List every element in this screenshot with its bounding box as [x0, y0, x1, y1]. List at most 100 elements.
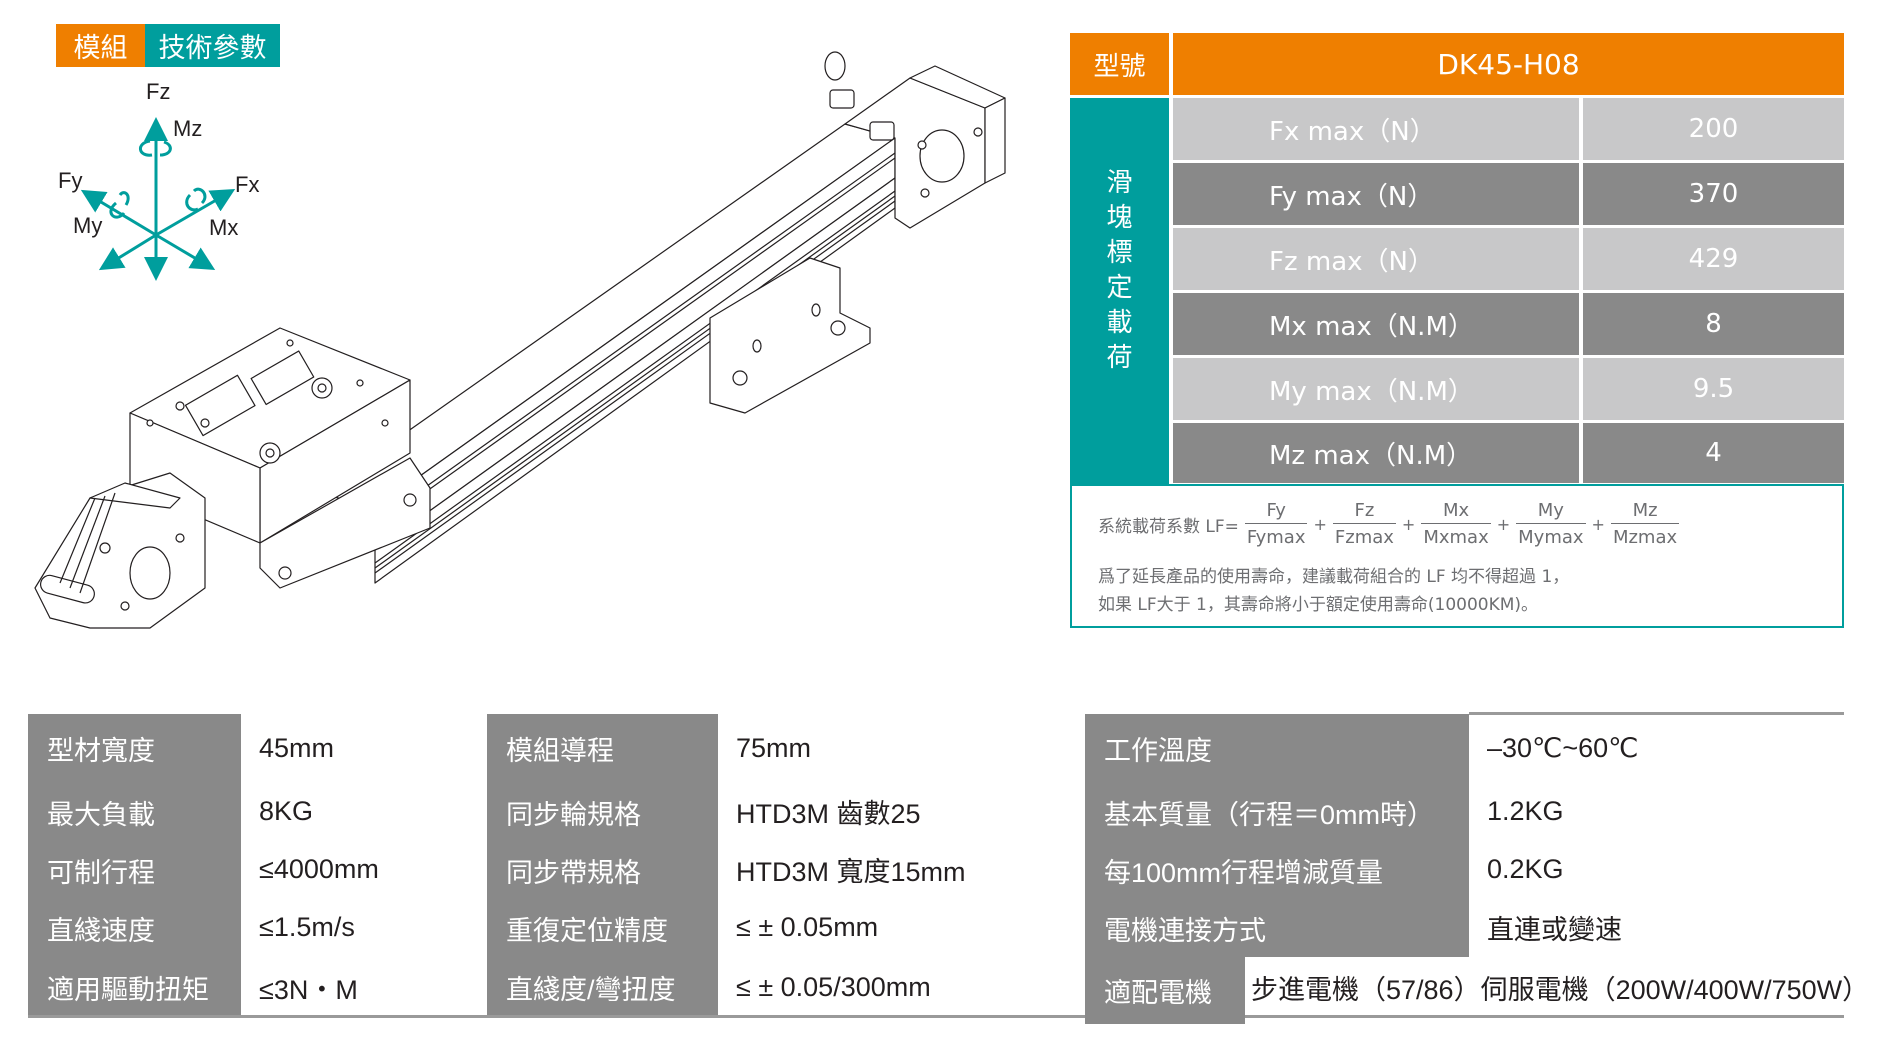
- spec-value: ≤1.5m/s: [241, 900, 487, 955]
- load-row-fy: Fy max（N） 370: [1173, 163, 1844, 225]
- spec-label: 模組導程: [487, 714, 718, 783]
- load-rating-table: 型號 DK45-H08 滑 塊 標 定 載 荷 Fx max（N） 200 Fy…: [1070, 33, 1844, 484]
- load-value: 9.5: [1583, 358, 1844, 420]
- spec-value: 75mm: [718, 716, 1085, 780]
- side-label-char: 滑: [1106, 168, 1133, 198]
- model-value: DK45-H08: [1173, 33, 1844, 95]
- axis-label-mz: Mz: [173, 116, 203, 141]
- spec-label: 可制行程: [28, 841, 241, 899]
- title-tag-tech-params: 技術參數: [145, 24, 280, 67]
- load-name: Mz max（N.M）: [1173, 423, 1579, 483]
- axis-label-fy: Fy: [58, 168, 83, 193]
- spec-table: 型材寬度 45mm 模組導程 75mm 工作溫度 –30℃~60℃ 最大負載 8…: [28, 712, 1869, 1024]
- load-name: Fz max（N）: [1173, 228, 1579, 290]
- spec-label: 適配電機: [1085, 957, 1245, 1024]
- numerator: Mx: [1442, 500, 1470, 521]
- axis-label-fz: Fz: [146, 79, 171, 104]
- spec-value: 0.2KG: [1469, 842, 1844, 897]
- spec-value: ≤ ± 0.05/300mm: [718, 959, 1085, 1015]
- spec-label: 每100mm行程增減質量: [1085, 841, 1469, 899]
- plus-sign: +: [1313, 514, 1327, 534]
- plus-sign: +: [1496, 514, 1511, 534]
- section-title-tag: 模組 技術參數: [56, 24, 280, 67]
- denominator: Fzmax: [1332, 523, 1396, 548]
- linear-module-drawing-icon: [34, 51, 1006, 629]
- numerator: Fz: [1354, 500, 1375, 521]
- load-value: 370: [1583, 163, 1844, 225]
- divider: [1245, 1015, 1844, 1018]
- side-label-char: 荷: [1106, 343, 1133, 373]
- formula-note-line-2: 如果 LF大于 1，其壽命將小于額定使用壽命(10000KM)。: [1098, 595, 1539, 615]
- spec-label: 同步輪規格: [487, 783, 718, 841]
- spec-value: 1.2KG: [1469, 784, 1844, 839]
- load-value: 4: [1583, 423, 1844, 483]
- denominator: Mzmax: [1610, 523, 1680, 548]
- numerator: Mz: [1632, 500, 1658, 521]
- side-label-char: 標: [1106, 238, 1133, 268]
- load-name: My max（N.M）: [1173, 358, 1579, 420]
- linear-module-illustration: [30, 28, 1010, 648]
- title-tag-module: 模組: [56, 24, 145, 67]
- spec-value: ≤3N・M: [241, 959, 487, 1015]
- load-row-mx: Mx max（N.M） 8: [1173, 293, 1844, 355]
- spec-value: –30℃~60℃: [1469, 716, 1844, 780]
- spec-label: 直綫度/彎扭度: [487, 957, 718, 1018]
- axis-label-fx: Fx: [235, 172, 260, 197]
- load-row-fx: Fx max（N） 200: [1173, 98, 1844, 160]
- spec-value: 45mm: [241, 716, 487, 780]
- force-axes-icon: [80, 117, 236, 281]
- side-label-char: 塊: [1106, 203, 1133, 233]
- denominator: Fymax: [1244, 523, 1308, 548]
- spec-value: 步進電機（57/86）伺服電機（200W/400W/750W）: [1245, 959, 1869, 1015]
- load-table-header: 型號 DK45-H08: [1070, 33, 1844, 95]
- formula-note-line-1: 爲了延長產品的使用壽命，建議載荷組合的 LF 均不得超過 1，: [1098, 567, 1570, 587]
- divider: [1469, 712, 1844, 715]
- plus-sign: +: [1401, 514, 1416, 534]
- formula-lead: 系統載荷系數 LF=: [1098, 516, 1239, 537]
- load-row-my: My max（N.M） 9.5: [1173, 358, 1844, 420]
- spec-label: 型材寬度: [28, 714, 241, 783]
- side-label-char: 定: [1106, 273, 1133, 303]
- load-value: 200: [1583, 98, 1844, 160]
- spec-value: 直連或變速: [1469, 900, 1844, 955]
- load-row-fz: Fz max（N） 429: [1173, 228, 1844, 290]
- spec-label: 電機連接方式: [1085, 899, 1469, 957]
- spec-label: 適用驅動扭矩: [28, 957, 241, 1018]
- load-row-mz: Mz max（N.M） 4: [1173, 423, 1844, 483]
- denominator: Mxmax: [1421, 523, 1491, 548]
- axis-label-my: My: [73, 213, 103, 238]
- spec-value: ≤ ± 0.05mm: [718, 900, 1085, 955]
- load-value: 8: [1583, 293, 1844, 355]
- plus-sign: +: [1591, 514, 1605, 534]
- denominator: Mymax: [1516, 523, 1586, 548]
- spec-label: 重復定位精度: [487, 899, 718, 957]
- spec-label: 最大負載: [28, 783, 241, 841]
- load-name: Fx max（N）: [1173, 98, 1579, 160]
- force-axis-diagram: Fz Mz Fy Fx My Mx: [40, 79, 280, 285]
- slider-rated-load-label: 滑 塊 標 定 載 荷: [1070, 98, 1169, 484]
- spec-label: 直綫速度: [28, 899, 241, 957]
- divider: [28, 1015, 1085, 1018]
- spec-value: ≤4000mm: [241, 842, 487, 897]
- numerator: My: [1537, 500, 1564, 521]
- side-label-char: 載: [1106, 308, 1133, 338]
- numerator: Fy: [1266, 500, 1286, 521]
- spec-label: 同步帶規格: [487, 841, 718, 899]
- load-name: Fy max（N）: [1173, 163, 1579, 225]
- spec-label: 基本質量（行程＝0mm時）: [1085, 783, 1469, 841]
- spec-value: 8KG: [241, 784, 487, 839]
- spec-value: HTD3M 齒數25: [718, 784, 1085, 839]
- model-label: 型號: [1070, 33, 1169, 95]
- spec-label: 工作溫度: [1085, 714, 1469, 783]
- spec-value: HTD3M 寬度15mm: [718, 842, 1085, 897]
- axis-label-mx: Mx: [209, 215, 239, 240]
- load-name: Mx max（N.M）: [1173, 293, 1579, 355]
- load-value: 429: [1583, 228, 1844, 290]
